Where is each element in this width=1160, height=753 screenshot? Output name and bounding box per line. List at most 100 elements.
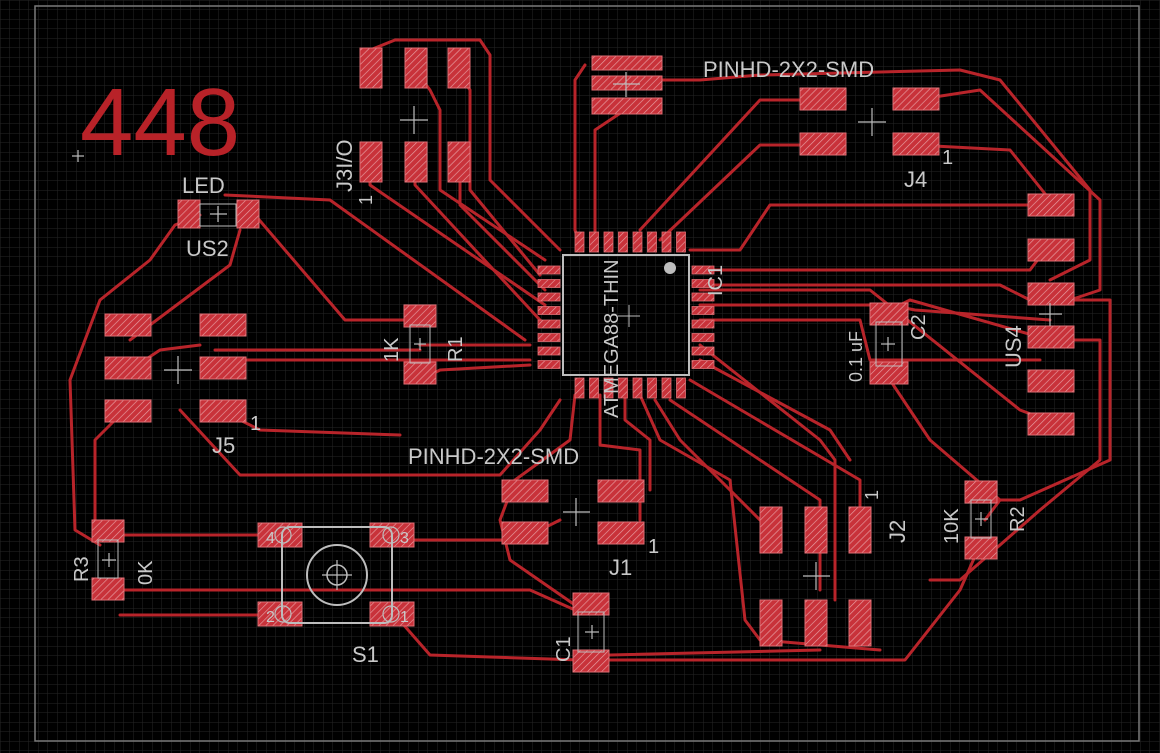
led-pad	[236, 199, 260, 229]
ic1-pad	[537, 319, 561, 329]
j3-pin1-label: 1	[356, 195, 376, 205]
c2-pad	[869, 361, 909, 385]
led-ref-label: US2	[186, 236, 229, 261]
j5-pin1-label: 1	[250, 413, 261, 435]
j2-pad	[759, 506, 783, 554]
j3-pad	[359, 47, 383, 89]
ic1-pad	[537, 265, 561, 275]
j4-pad	[892, 87, 940, 111]
j5-pad	[199, 313, 247, 337]
us4-ref-label: US4	[1001, 325, 1026, 368]
s1-ref-label: S1	[352, 642, 379, 667]
ic1-pad	[537, 346, 561, 356]
j5-ref-label: J5	[212, 433, 235, 458]
ic1-pad	[574, 377, 585, 399]
c2-value-label: 0.1 uF	[846, 331, 866, 382]
c2-ref-label: C2	[908, 314, 930, 340]
component-labels: LED US2 J3I/O 1 PINHD-2X2-SMD J4 1 IC1 A…	[71, 57, 1029, 667]
j3-ref-label: J3I/O	[332, 139, 357, 192]
s1-pin4-label: 4	[266, 530, 275, 547]
ic1-pad	[603, 377, 614, 399]
r2-value-label: 10K	[941, 508, 963, 544]
j2-ref-label: J2	[885, 520, 910, 543]
ic1-pad	[691, 306, 715, 315]
j2-pad	[804, 506, 828, 554]
ic1-pad	[632, 231, 643, 253]
r2-ref-label: R2	[1007, 506, 1029, 532]
ic1-pads	[537, 231, 715, 399]
j4-value-label: PINHD-2X2-SMD	[703, 57, 874, 82]
ic1-pad	[537, 306, 561, 315]
j2-pad	[848, 506, 872, 554]
silkscreen	[72, 72, 1062, 653]
j4-pin1-label: 1	[942, 147, 953, 169]
ic1-pad	[691, 360, 715, 369]
us4-pad	[1027, 193, 1075, 217]
c2-pad	[869, 302, 909, 326]
ic1-body	[562, 254, 690, 376]
j2-pad	[759, 599, 783, 647]
j3-pad	[404, 47, 428, 89]
ic1-pad	[589, 231, 599, 253]
r1-ref-label: R1	[445, 336, 467, 362]
led-value-label: LED	[182, 173, 225, 198]
us4-pad	[1027, 369, 1075, 393]
ic1-pad	[537, 360, 561, 369]
ic1-pad	[676, 231, 686, 253]
ic1-pad	[618, 231, 628, 253]
ic1-pad	[618, 377, 628, 399]
j1-pad	[501, 521, 549, 545]
c1-pad	[572, 649, 610, 673]
j2-pad	[804, 599, 828, 647]
j1-pad	[597, 479, 645, 503]
ic1-pad	[632, 377, 643, 399]
ic1-pad	[537, 292, 561, 302]
ic1-pad	[691, 265, 715, 275]
us4-pad	[1027, 412, 1075, 436]
j4-pad	[799, 132, 847, 156]
j3-pad	[447, 141, 471, 183]
ic1-pad	[691, 292, 715, 302]
header-pad	[591, 75, 663, 91]
j1-pad	[501, 479, 549, 503]
j1-value-label: PINHD-2X2-SMD	[408, 444, 579, 469]
r1-pad	[403, 361, 437, 385]
j2-pin1-label: 1	[862, 490, 882, 500]
ic1-pad	[661, 377, 672, 399]
j3-pad	[404, 141, 428, 183]
j5-pad	[199, 399, 247, 423]
led-pad	[177, 199, 201, 229]
c1-ref-label: C1	[553, 636, 575, 662]
ic1-ref-label: IC1	[705, 265, 727, 296]
j5-pad	[104, 313, 152, 337]
j5-pad	[104, 356, 152, 380]
ic1-pad	[691, 279, 715, 288]
us4-pad	[1027, 325, 1075, 349]
r3-ref-label: R3	[71, 556, 93, 582]
s1-pin3-label: 3	[400, 530, 409, 547]
r2-pad	[964, 536, 998, 560]
ic1-pad	[691, 346, 715, 356]
j2-pad	[848, 599, 872, 647]
c1-pad	[572, 592, 610, 616]
r3-pad	[91, 519, 125, 543]
header-pad	[591, 97, 663, 115]
ic1-pad	[661, 231, 672, 253]
j4-pad	[799, 87, 847, 111]
ic1-pad	[589, 377, 599, 399]
j1-ref-label: J1	[609, 555, 632, 580]
ic1-pad	[537, 333, 561, 342]
ic1-pad	[574, 231, 585, 253]
j5-pad	[199, 356, 247, 380]
j5-pad	[104, 399, 152, 423]
ic1-value-label: ATMEGA88-THIN	[601, 259, 623, 418]
j3-pad	[447, 47, 471, 89]
r3-pad	[91, 577, 125, 601]
j1-pad	[597, 521, 645, 545]
r1-value-label: 1K	[381, 337, 403, 362]
header-pad	[591, 55, 663, 71]
board-outline	[34, 5, 1140, 742]
ic1-pad	[676, 377, 686, 399]
us4-pad	[1027, 282, 1075, 306]
